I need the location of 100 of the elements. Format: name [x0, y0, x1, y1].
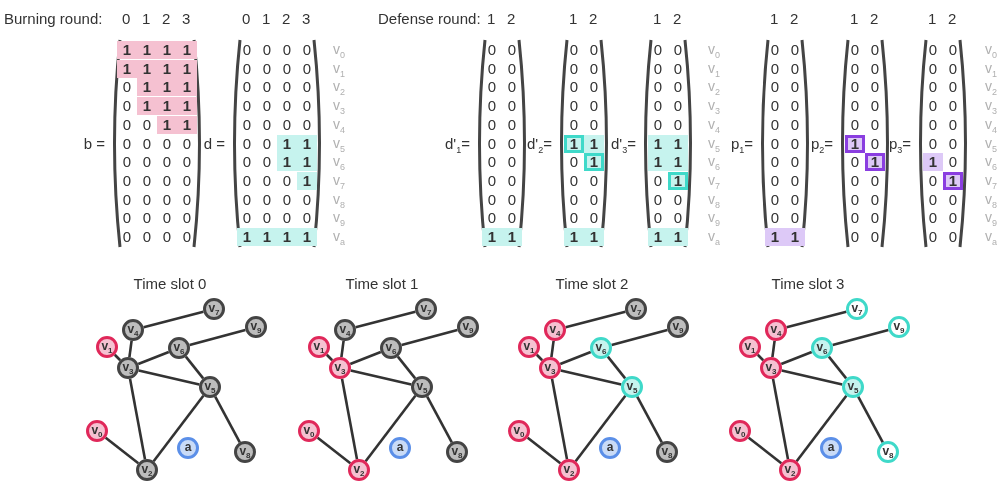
matrix-cell-text: 0: [947, 153, 959, 172]
graph-node: a: [389, 437, 411, 459]
matrix-cell-text: 0: [769, 115, 781, 134]
matrix-cell-text: 0: [181, 171, 193, 190]
matrix-cell: 1: [277, 228, 297, 246]
matrix-cell: 1: [297, 171, 317, 190]
graph-edge: [340, 378, 359, 460]
matrix-cell-text: 0: [241, 97, 253, 116]
matrix-cell: 1: [237, 228, 257, 246]
matrix-cell-text: 0: [506, 171, 518, 190]
matrix-cell-text: 0: [261, 153, 273, 172]
matrix-cell-text: 0: [769, 171, 781, 190]
graph-edge: [606, 355, 627, 380]
matrix-cell-text: 0: [927, 97, 939, 116]
matrix-cell: 1: [137, 78, 157, 97]
matrix-cell-text: 0: [849, 190, 861, 209]
graph-node: v$_{0}$: [86, 420, 108, 442]
graph-node: a: [599, 437, 621, 459]
graph-node: v$_{3}$: [329, 357, 351, 379]
row-label: v$_{0}$: [708, 42, 720, 56]
column-number: 2: [790, 11, 799, 26]
column-number: 1: [770, 11, 779, 26]
matrix-cell-text: 0: [141, 190, 153, 209]
matrix-cell-text: 0: [652, 115, 664, 134]
matrix-cell-text: 0: [181, 153, 193, 172]
graph-node: v$_{4}$: [544, 319, 566, 341]
matrix-cell-text: 0: [261, 41, 273, 59]
matrix-cell: 1: [257, 228, 277, 246]
matrix-cell-text: 0: [161, 209, 173, 228]
row-label: v$_{9}$: [985, 210, 997, 225]
matrix-cell-text: 0: [769, 190, 781, 209]
matrix-cell-text: 0: [141, 134, 153, 153]
row-label: v$_{a}$: [708, 229, 720, 243]
matrix-cell-text: 0: [568, 41, 580, 59]
matrix-cell-text: 0: [281, 59, 293, 78]
matrix-cell: 1: [845, 134, 865, 153]
matrix-cell-text: 0: [652, 78, 664, 97]
matrix-cell: 1: [177, 59, 197, 78]
row-label: v$_{5}$: [985, 135, 997, 150]
graph-node: v$_{3}$: [539, 357, 561, 379]
matrix-cell-text: 0: [261, 115, 273, 134]
matrix-cell-text: 0: [161, 134, 173, 153]
matrix-cell-text: 0: [947, 97, 959, 116]
row-label: v$_{8}$: [708, 191, 720, 206]
matrix-cell-text: 0: [121, 190, 133, 209]
matrix-cell-text: 0: [789, 190, 801, 209]
row-heading: Defense round:: [378, 11, 481, 26]
graph-edge: [138, 369, 200, 386]
graph-node: v$_{4}$: [765, 319, 787, 341]
graph-node: v$_{9}$: [245, 316, 267, 338]
matrix-cell-text: 0: [869, 41, 881, 59]
matrix-cell-text: 0: [301, 41, 313, 59]
matrix-cell-text: 0: [181, 209, 193, 228]
column-number: 1: [487, 11, 496, 26]
matrix-cell-text: 0: [672, 41, 684, 59]
matrix-cell-text: 0: [241, 190, 253, 209]
column-number: 2: [507, 11, 516, 26]
graph-node: a: [820, 437, 842, 459]
graph-node: v$_{2}$: [348, 459, 370, 481]
graph-node: v$_{2}$: [136, 459, 158, 481]
row-label: v$_{6}$: [333, 154, 345, 169]
graph-node: v$_{2}$: [779, 459, 801, 481]
matrix-cell-text: 0: [261, 209, 273, 228]
column-number: 1: [850, 11, 859, 26]
graph-node: v$_{4}$: [122, 319, 144, 341]
graph-edge: [781, 369, 843, 386]
column-number: 2: [589, 11, 598, 26]
graph-node: a: [177, 437, 199, 459]
matrix-cell: 1: [177, 41, 197, 59]
matrix-cell-text: 0: [588, 97, 600, 116]
matrix-cell: 1: [648, 153, 668, 172]
matrix-cell-text: 0: [789, 134, 801, 153]
graph-edge: [137, 350, 170, 366]
column-number: 1: [262, 11, 271, 26]
row-label: v$_{1}$: [708, 60, 720, 75]
graph-edge: [827, 355, 848, 380]
matrix-cell-text: 0: [486, 190, 498, 209]
matrix-cell-text: 0: [121, 209, 133, 228]
matrix-cell-text: 0: [927, 209, 939, 228]
graph-node: v$_{5}$: [621, 376, 643, 398]
graph-edge: [350, 369, 412, 386]
graph-edge: [349, 350, 382, 366]
matrix-cell: 1: [137, 41, 157, 59]
matrix-cell-text: 0: [927, 115, 939, 134]
graph-edge: [636, 396, 663, 443]
matrix-name: d'$_{1}$=: [445, 135, 470, 151]
matrix-cell-text: 0: [947, 115, 959, 134]
graph-node: v$_{0}$: [729, 420, 751, 442]
matrix-cell: 1: [157, 115, 177, 134]
matrix-cell-text: 0: [121, 78, 133, 97]
graph-node: v$_{6}$: [380, 337, 402, 359]
matrix-cell-text: 0: [121, 115, 133, 134]
matrix-cell-text: 0: [849, 209, 861, 228]
matrix-cell-text: 0: [261, 59, 273, 78]
matrix-cell-text: 0: [789, 59, 801, 78]
matrix-cell-text: 0: [301, 115, 313, 134]
column-number: 0: [242, 11, 251, 26]
matrix-cell-text: 0: [486, 97, 498, 116]
matrix-cell-text: 0: [789, 153, 801, 172]
row-label: v$_{8}$: [985, 191, 997, 206]
